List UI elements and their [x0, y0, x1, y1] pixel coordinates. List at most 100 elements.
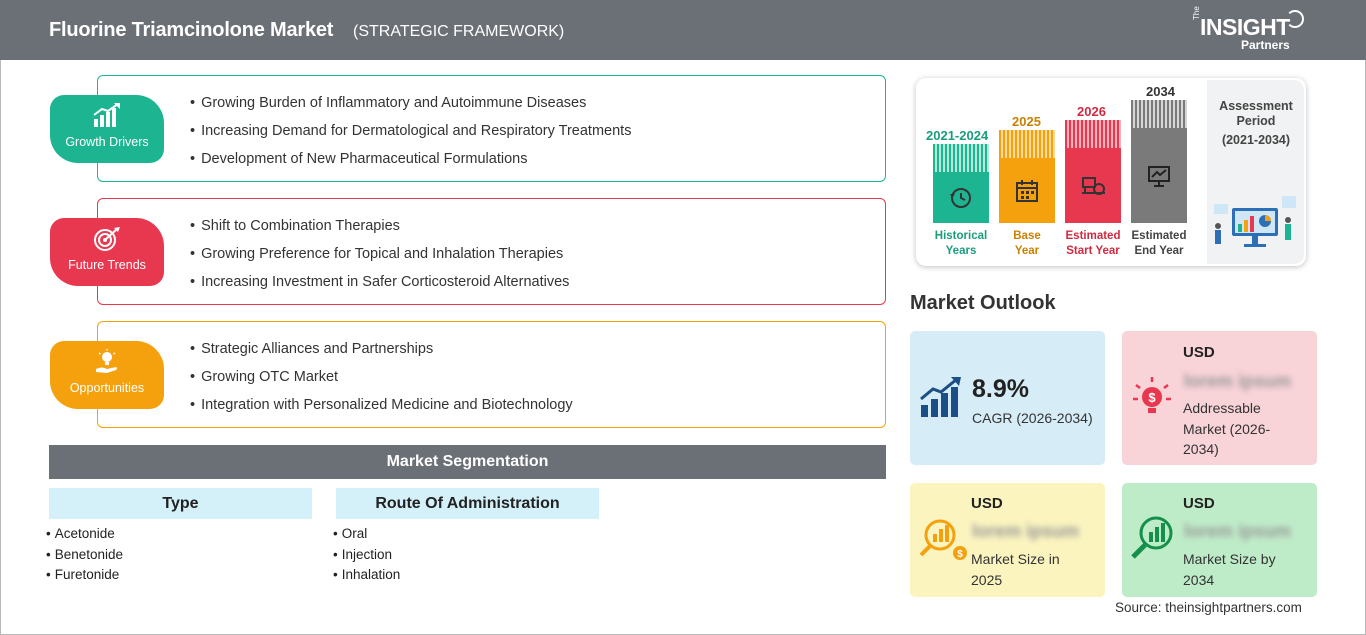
- bar-stripes: [999, 130, 1055, 158]
- lightbulb-hand-icon: [50, 349, 164, 375]
- list-item: Oral: [333, 525, 400, 546]
- future-trends-box: Shift to Combination Therapies Growing P…: [97, 198, 886, 305]
- growth-drivers-badge: Growth Drivers: [50, 95, 164, 163]
- bar-year-start: 2026: [1077, 104, 1106, 119]
- logo-main: INSIGHT: [1200, 14, 1290, 40]
- list-item: Development of New Pharmaceutical Formul…: [190, 149, 631, 177]
- size-2025-value: lorem ipsum: [972, 521, 1080, 541]
- badge-label: Growth Drivers: [65, 135, 149, 149]
- list-item: Increasing Investment in Safer Corticost…: [190, 272, 569, 300]
- page-header: Fluorine Triamcinolone Market (STRATEGIC…: [0, 0, 1366, 60]
- bar-label-line: Start Year: [1066, 245, 1120, 257]
- analytics-illustration-icon: [1214, 196, 1296, 247]
- size-2034-label-line: Market Size by: [1183, 551, 1276, 567]
- bar-year-base: 2025: [1012, 114, 1041, 129]
- bar-base: [999, 130, 1055, 223]
- bar-label-line: Year: [1014, 245, 1040, 257]
- list-item: Growing OTC Market: [190, 367, 573, 395]
- list-item: Growing Preference for Topical and Inhal…: [190, 244, 569, 272]
- size-2034-value: lorem ipsum: [1184, 521, 1292, 541]
- svg-text:$: $: [1148, 390, 1156, 405]
- badge-label: Opportunities: [69, 381, 145, 395]
- list-item: Inhalation: [333, 566, 401, 587]
- bar-end: [1131, 100, 1187, 223]
- future-trends-list: Shift to Combination Therapies Growing P…: [190, 216, 569, 300]
- bar-year-historical: 2021-2024: [926, 128, 989, 143]
- size-2025-label-line: 2025: [971, 571, 1003, 588]
- market-size-2025-card: $ USD lorem ipsum Market Size in 2025: [910, 483, 1105, 597]
- insight-partners-logo[interactable]: The INSIGHT Partners: [1190, 6, 1310, 54]
- cagr-value: 8.9%: [972, 375, 1029, 403]
- calendar-icon: [999, 158, 1055, 223]
- growth-drivers-box: Growing Burden of Inflammatory and Autoi…: [97, 75, 886, 182]
- size-2025-label: Market Size in 2025: [971, 549, 1060, 590]
- size-2025-usd: USD: [971, 495, 1003, 512]
- future-trends-badge: Future Trends: [50, 218, 164, 286]
- segmentation-header: Market Segmentation: [49, 445, 886, 479]
- list-item: Acetonide: [46, 525, 123, 546]
- assessment-period-panel: Assessment Period (2021-2034) 2021-2024 …: [916, 78, 1306, 266]
- list-item: Shift to Combination Therapies: [190, 216, 569, 244]
- history-icon: [933, 172, 989, 223]
- bar-label-line: Historical: [934, 230, 988, 242]
- addressable-label-line: Addressable: [1183, 400, 1261, 416]
- size-2034-label: Market Size by 2034: [1183, 549, 1276, 590]
- bar-stripes: [1131, 100, 1187, 128]
- magnifier-chart-icon: [1131, 516, 1173, 559]
- opportunities-badge: Opportunities: [50, 341, 164, 409]
- size-2025-label-line: Market Size in: [971, 551, 1060, 567]
- badge-label: Future Trends: [68, 258, 146, 272]
- bar-historical: [933, 144, 989, 223]
- list-item: Injection: [333, 546, 400, 567]
- size-2034-label-line: 2034: [1183, 571, 1215, 588]
- list-item: Integration with Personalized Medicine a…: [190, 395, 573, 423]
- logo-sub: Partners: [1241, 38, 1290, 52]
- bar-label-line: Base: [1013, 230, 1041, 242]
- segment-heading-type: Type: [49, 488, 312, 519]
- list-item: Benetonide: [46, 546, 123, 567]
- bar-label-line: Years: [945, 245, 977, 257]
- list-item: Increasing Demand for Dermatological and…: [190, 121, 631, 149]
- bar-label-line: Estimated: [1065, 230, 1121, 242]
- growth-drivers-list: Growing Burden of Inflammatory and Autoi…: [190, 93, 631, 177]
- svg-text:$: $: [957, 549, 963, 560]
- segment-list-type: Acetonide Benetonide Furetonide: [46, 525, 123, 587]
- assessment-title: Assessment Period: [1219, 99, 1293, 128]
- page-title: Fluorine Triamcinolone Market: [49, 19, 334, 41]
- money-chart-icon: $: [919, 519, 967, 560]
- growth-chart-icon: [920, 377, 961, 417]
- dollar-bulb-icon: $: [1133, 377, 1171, 413]
- market-outlook-title: Market Outlook: [910, 292, 1056, 314]
- target-icon: [50, 226, 164, 252]
- cagr-label: CAGR (2026-2034): [972, 410, 1093, 426]
- list-item: Furetonide: [46, 566, 123, 587]
- page-subtitle: (STRATEGIC FRAMEWORK): [353, 23, 565, 40]
- source-link[interactable]: Source: theinsightpartners.com: [1115, 600, 1302, 615]
- presentation-icon: [1131, 128, 1187, 223]
- bar-label-line: Estimated: [1131, 230, 1187, 242]
- bar-stripes: [1065, 120, 1121, 148]
- assessment-range: (2021-2034): [1221, 133, 1291, 147]
- addressable-label-line: Market (2026-: [1183, 420, 1271, 437]
- growth-chart-icon: [50, 103, 164, 129]
- addressable-usd: USD: [1183, 344, 1215, 361]
- segment-heading-route: Route Of Administration: [336, 488, 599, 519]
- logo-swirl-icon: [1286, 10, 1304, 28]
- cagr-card: 8.9% CAGR (2026-2034): [910, 331, 1105, 465]
- addressable-label-line: 2034): [1183, 441, 1219, 457]
- list-item: Growing Burden of Inflammatory and Autoi…: [190, 93, 631, 121]
- addressable-value: lorem ipsum: [1184, 371, 1292, 391]
- bar-start: [1065, 120, 1121, 223]
- bar-stripes: [933, 144, 989, 172]
- forecast-icon: [1065, 148, 1121, 223]
- opportunities-box: Strategic Alliances and Partnerships Gro…: [97, 321, 886, 428]
- opportunities-list: Strategic Alliances and Partnerships Gro…: [190, 339, 573, 423]
- segment-list-route: Oral Injection Inhalation: [333, 525, 401, 587]
- bar-year-end: 2034: [1146, 84, 1175, 99]
